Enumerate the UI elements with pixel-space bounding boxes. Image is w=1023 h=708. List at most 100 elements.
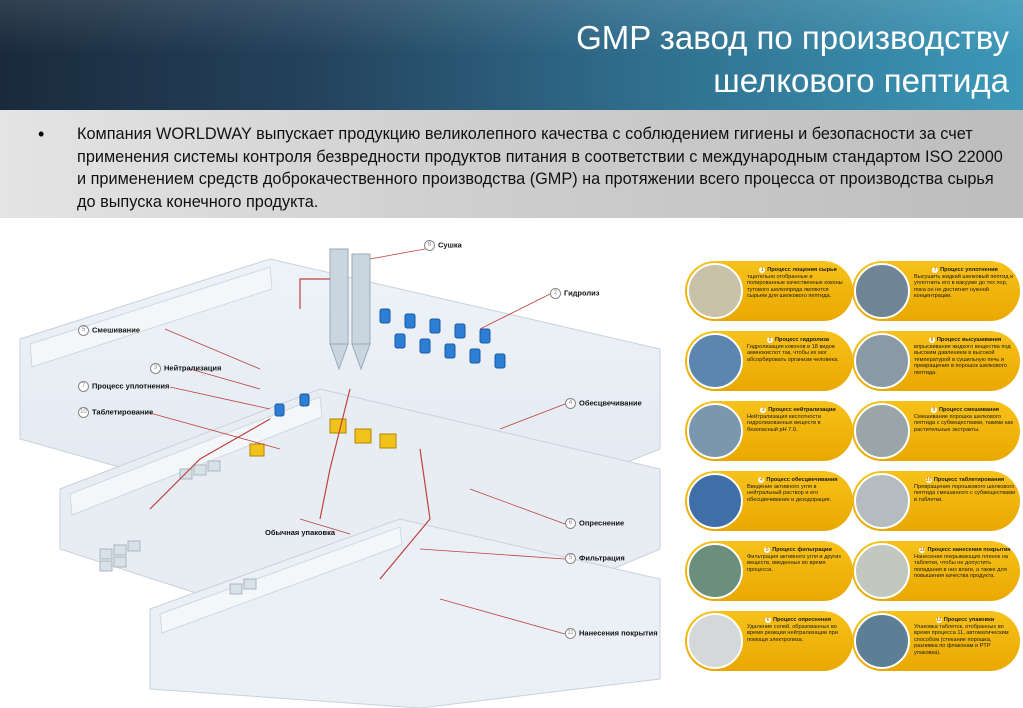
step-title: Процесс таблетирования [933, 477, 1005, 483]
label-number: 5 [565, 553, 576, 564]
step-number: 10 [925, 477, 932, 483]
intro-text: Компания WORLDWAY выпускает продукцию ве… [77, 125, 1003, 211]
step-number: 5 [764, 547, 771, 553]
label-number: 7 [78, 381, 89, 392]
step-body: тщательно отобранные и полированные каче… [747, 273, 843, 300]
step-number: 12 [935, 617, 942, 623]
step-title: Процесс смешивания [938, 407, 1000, 413]
step-number: 9 [930, 407, 937, 413]
intro-band [0, 110, 1023, 218]
label-number: 3 [150, 363, 161, 374]
label-text: Нейтрализация [164, 363, 222, 373]
step-photo [854, 613, 910, 669]
label-number: 8 [424, 240, 435, 251]
step-title: Процесс нанесения покрытия [927, 547, 1011, 553]
step-title: Процесс уплотнения [940, 267, 998, 273]
label-text: Обесцвечивание [579, 398, 642, 408]
step-body: Превращение порошкового шелкового пептид… [914, 483, 1016, 503]
step-number: 6 [764, 617, 771, 623]
step-title: Процесс нейтрализации [768, 407, 836, 413]
label-text: Таблетирование [92, 407, 154, 417]
label-number: 10 [78, 407, 89, 418]
step-body: Упаковка таблеток, отобранных во время п… [914, 623, 1009, 656]
step-photo [854, 263, 910, 319]
page-title-line1: GMP завод по производству [576, 19, 1009, 56]
step-title: Процесс упаковки [943, 617, 995, 623]
label-text: Фильтрация [579, 553, 625, 563]
step-number: 2 [767, 337, 774, 343]
factory-floor-drawing [19, 248, 661, 708]
step-title: Процесс лощения сырья [767, 267, 837, 273]
step-number: 11 [919, 547, 926, 553]
step-photo [854, 473, 910, 529]
label-text: Гидролиз [564, 288, 600, 298]
step-photo [687, 613, 743, 669]
step-number: 1 [759, 267, 766, 273]
step-photo [854, 333, 910, 389]
step-photo [687, 543, 743, 599]
label-ordinary-packaging: Обычная упаковка [265, 528, 335, 537]
label-text: Обычная упаковка [265, 528, 336, 537]
label-text: Нанесения покрытия [579, 628, 658, 638]
page-title: GMP завод по производству шелкового пепт… [576, 16, 1009, 102]
step-body: впрыскивание жидкого вещества под высоки… [914, 343, 1011, 376]
step-title: Процесс высушивания [936, 337, 1002, 343]
label-number: 6 [565, 518, 576, 529]
step-photo [687, 403, 743, 459]
step-body: Введение активного угля в нейтральный ра… [747, 483, 832, 503]
step-title: Процесс обесцвечивания [766, 477, 838, 483]
label-number: 11 [565, 628, 576, 639]
step-body: Фильтрация активного угля и других вещес… [747, 553, 842, 573]
step-photo [687, 473, 743, 529]
step-title: Процесс гидролиза [775, 337, 829, 343]
step-number: 7 [932, 267, 939, 273]
step-body: Нанесение покрывающих пленок на таблетки… [914, 553, 1008, 580]
step-body: Удаление солей, образованных во время ре… [747, 623, 838, 643]
label-text: Процесс уплотнения [92, 381, 170, 391]
step-photo [854, 543, 910, 599]
label-number: 2 [550, 288, 561, 299]
title-banner: GMP завод по производству шелкового пепт… [0, 0, 1023, 110]
step-body: Высушить жидкий шелковый пептид и уплотн… [914, 273, 1014, 300]
step-title: Процесс опреснения [772, 617, 832, 623]
label-number: 4 [565, 398, 576, 409]
page-title-line2: шелкового пептида [713, 62, 1009, 99]
step-title: Процесс фильтрации [772, 547, 832, 553]
banner-gloss [0, 0, 1023, 55]
step-number: 3 [760, 407, 767, 413]
step-number: 8 [928, 337, 935, 343]
label-text: Опреснение [579, 518, 625, 528]
step-photo [687, 263, 743, 319]
step-photo [854, 403, 910, 459]
